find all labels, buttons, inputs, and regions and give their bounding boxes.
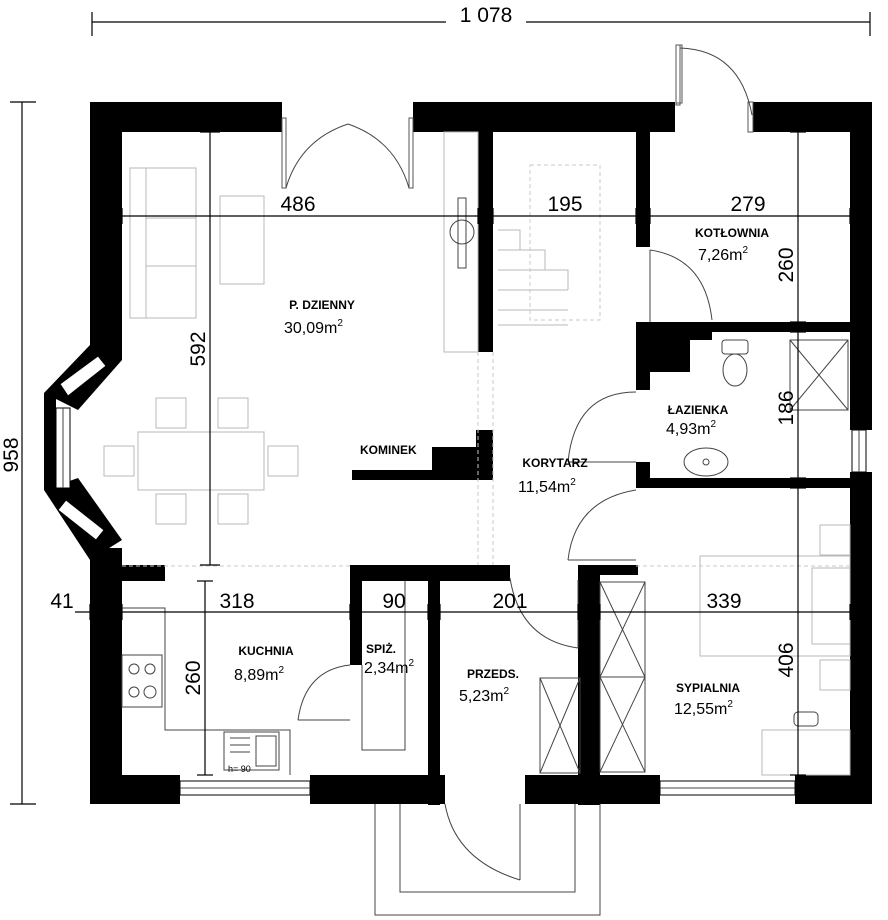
fireplace-label: KOMINEK bbox=[360, 443, 417, 457]
overall-height-label: 958 bbox=[0, 437, 23, 472]
room-area-entrance: 5,23m2 bbox=[459, 686, 509, 705]
room-area-bathroom: 4,93m2 bbox=[666, 419, 716, 438]
room-area-living: 30,09m2 bbox=[284, 318, 343, 337]
hall-width-label: 201 bbox=[492, 590, 527, 613]
room-name-pantry: SPIŻ. bbox=[366, 641, 396, 656]
boiler-depth-label: 260 bbox=[775, 247, 798, 282]
room-name-bedroom: SYPIALNIA bbox=[676, 681, 740, 695]
stair-width-label: 195 bbox=[547, 193, 582, 216]
wall-left-label: 41 bbox=[50, 590, 73, 613]
room-area-corridor: 11,54m2 bbox=[518, 477, 576, 496]
living-width-label: 486 bbox=[280, 193, 315, 216]
counter-height-label: h= 90 bbox=[228, 764, 251, 774]
bedroom-depth-label: 406 bbox=[775, 642, 798, 677]
boiler-width-label: 279 bbox=[730, 193, 765, 216]
kitchen-depth-label: 260 bbox=[182, 660, 205, 695]
doors bbox=[281, 44, 754, 916]
room-name-entrance: PRZEDS. bbox=[467, 667, 519, 681]
pantry-width-label: 90 bbox=[382, 590, 405, 613]
room-labels: P. DZIENNY 30,09m2 KOTŁOWNIA 7,26m2 ŁAZI… bbox=[234, 226, 769, 718]
room-area-boiler: 7,26m2 bbox=[698, 245, 748, 264]
room-name-boiler: KOTŁOWNIA bbox=[695, 226, 769, 240]
bath-depth-label: 186 bbox=[775, 390, 798, 425]
room-name-living: P. DZIENNY bbox=[289, 298, 355, 312]
overall-width-label: 1 078 bbox=[460, 4, 513, 27]
bedroom-width-label: 339 bbox=[706, 590, 741, 613]
room-name-corridor: KORYTARZ bbox=[522, 456, 587, 470]
dimension-labels: 1 078 958 486 195 279 260 592 186 41 318… bbox=[0, 2, 798, 774]
kitchen-width-label: 318 bbox=[219, 590, 254, 613]
room-area-pantry: 2,34m2 bbox=[364, 658, 414, 677]
room-name-kitchen: KUCHNIA bbox=[238, 644, 294, 658]
living-depth-label: 592 bbox=[187, 331, 210, 366]
room-area-kitchen: 8,89m2 bbox=[234, 665, 284, 684]
room-name-bathroom: ŁAZIENKA bbox=[668, 403, 729, 417]
windows bbox=[55, 355, 867, 796]
furniture bbox=[103, 131, 851, 776]
room-area-bedroom: 12,55m2 bbox=[674, 699, 733, 718]
